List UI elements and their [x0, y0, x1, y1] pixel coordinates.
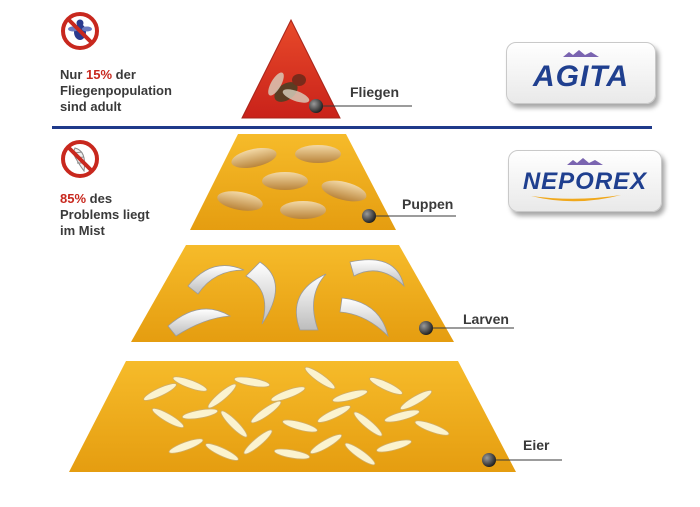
divider-line	[52, 126, 652, 129]
tier-fliegen	[241, 18, 341, 119]
top-caption: Nur 15% der Fliegenpopulation sind adult	[60, 67, 172, 114]
agita-logo: AGITA	[532, 60, 630, 93]
tier-label-puppen: Puppen	[402, 196, 454, 212]
tier-label-eier: Eier	[523, 437, 550, 453]
neporex-swoosh-icon	[531, 195, 621, 202]
agita-emblem-icon	[563, 50, 599, 57]
neporex-badge: NEPOREX	[508, 150, 662, 212]
top-caption-percent: 15%	[86, 67, 113, 82]
agita-badge: AGITA	[506, 42, 656, 104]
neporex-logo: NEPOREX	[522, 168, 648, 195]
bottom-caption-percent: 85%	[60, 191, 87, 206]
egg-group	[143, 366, 450, 466]
no-flies-icon	[61, 12, 99, 50]
tier-label-larven: Larven	[463, 311, 509, 327]
bottom-caption: 85% des Problems liegt im Mist	[60, 191, 150, 238]
tier-label-fliegen: Fliegen	[350, 84, 400, 100]
pupa-group	[217, 145, 367, 219]
fly-icon	[268, 72, 310, 103]
neporex-emblem-icon	[567, 158, 603, 165]
larva-group	[167, 259, 405, 338]
no-larva-icon	[61, 140, 99, 178]
